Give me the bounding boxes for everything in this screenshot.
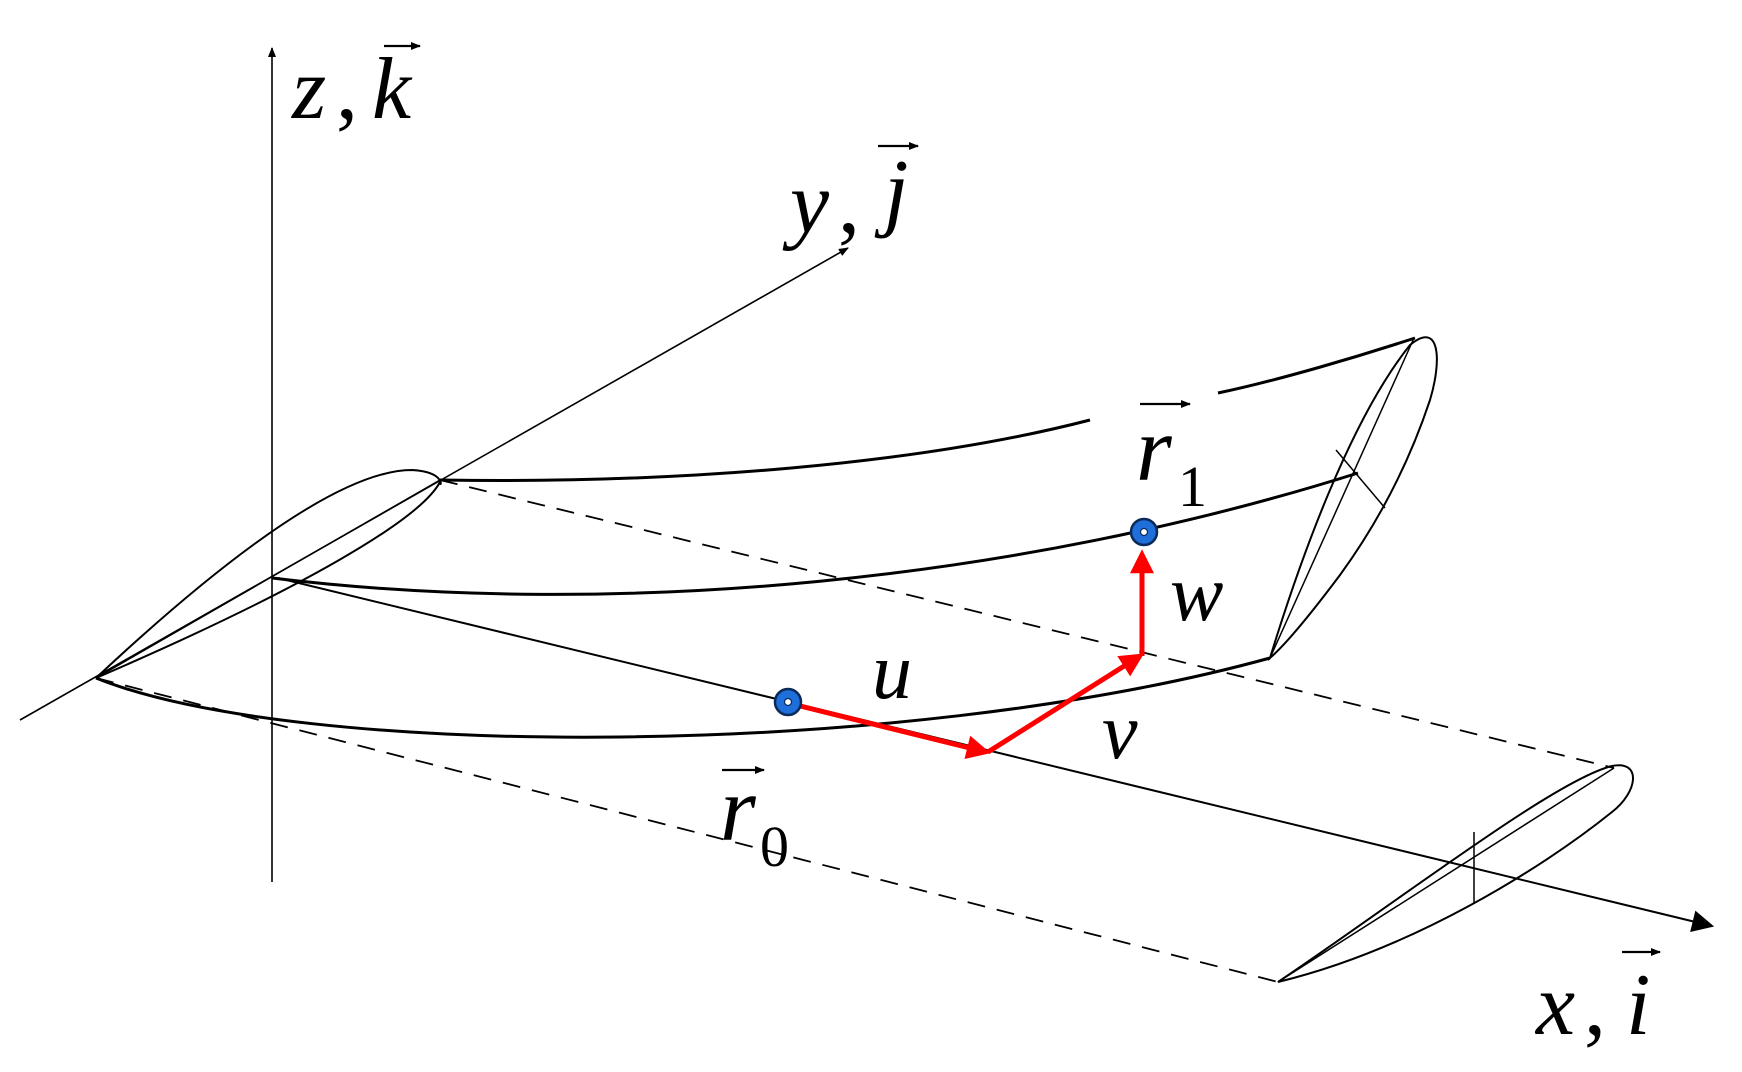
material-point-r1 — [1129, 517, 1159, 547]
svg-text:0: 0 — [760, 814, 789, 879]
svg-text:y: y — [782, 155, 830, 252]
x-axis — [277, 577, 1715, 933]
svg-text:r: r — [720, 758, 757, 860]
material-point-r0 — [773, 687, 803, 717]
r1-label: r 1 — [1136, 398, 1207, 519]
w-label: w — [1170, 550, 1223, 638]
svg-text:,: , — [336, 41, 358, 138]
r0-label: r 0 — [720, 758, 789, 879]
z-axis-label: z , k — [291, 41, 421, 138]
svg-text:,: , — [1584, 957, 1606, 1054]
u-label: u — [872, 628, 912, 716]
undeformed-wing-outline — [95, 479, 1615, 983]
svg-text:j: j — [874, 143, 908, 240]
svg-text:i: i — [1626, 957, 1650, 1054]
svg-text:k: k — [372, 41, 413, 138]
tip-airfoil — [1277, 764, 1634, 983]
svg-text:,: , — [838, 155, 860, 252]
svg-text:z: z — [291, 41, 326, 138]
deformed-wing — [95, 336, 1438, 739]
u-displacement-arrow — [787, 700, 991, 760]
displacement-vectors — [787, 549, 1154, 760]
svg-text:x: x — [1534, 957, 1575, 1054]
v-label: v — [1102, 688, 1138, 776]
v-displacement-arrow — [986, 653, 1145, 755]
svg-text:1: 1 — [1178, 454, 1207, 519]
x-axis-label: x , i — [1534, 948, 1661, 1054]
svg-text:r: r — [1136, 398, 1173, 500]
y-axis-label: y , j — [782, 142, 919, 252]
